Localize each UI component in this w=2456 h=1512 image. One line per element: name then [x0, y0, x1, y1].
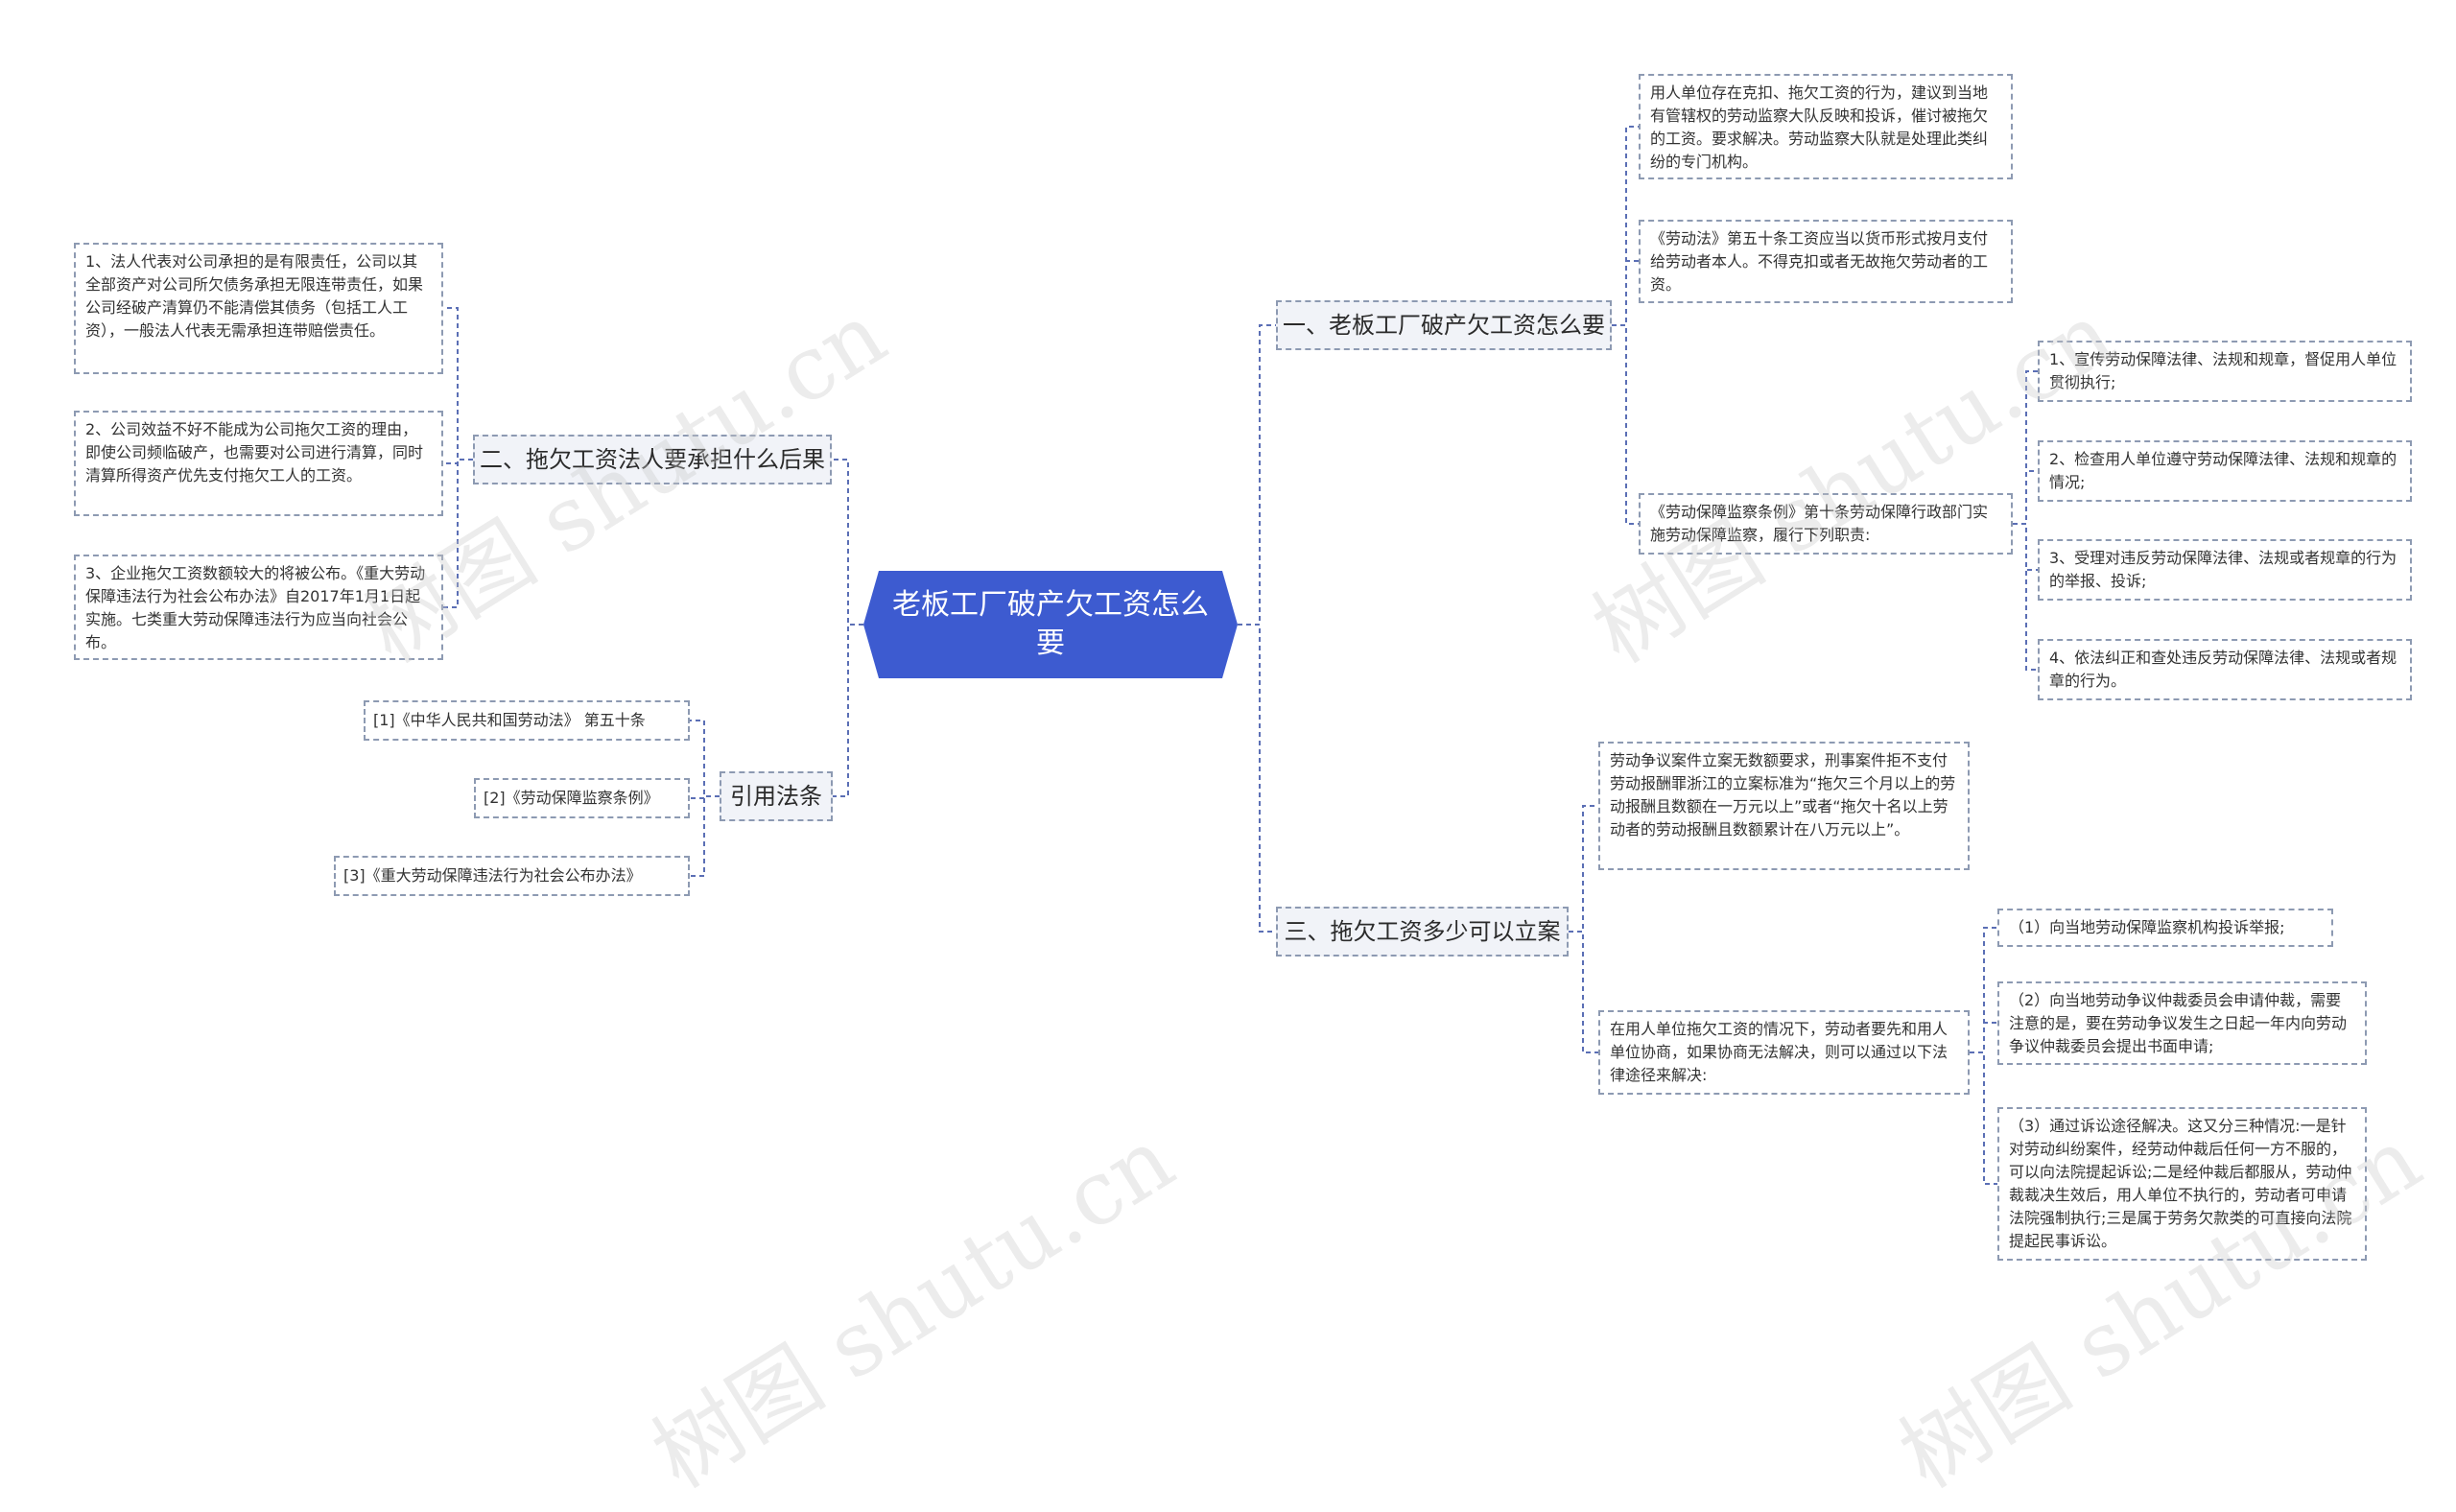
ref-labor-law[interactable]: [1]《中华人民共和国劳动法》 第五十条 [364, 700, 690, 741]
connector [1970, 927, 1997, 1053]
branch-filing-threshold[interactable]: 三、拖欠工资多少可以立案 [1276, 907, 1569, 957]
branch-legal-person-consequences[interactable]: 二、拖欠工资法人要承担什么后果 [473, 435, 832, 484]
branch-cited-laws[interactable]: 引用法条 [720, 771, 833, 821]
root-title: 老板工厂破产欠工资怎么要 [892, 587, 1209, 660]
leaf-filing-standard[interactable]: 劳动争议案件立案无数额要求，刑事案件拒不支付劳动报酬罪浙江的立案标准为“拖欠三个… [1598, 742, 1970, 870]
leaf-limited-liability[interactable]: 1、法人代表对公司承担的是有限责任，公司以其全部资产对公司所欠债务承担无限连带责… [74, 243, 443, 374]
connector [1569, 805, 1598, 933]
leaf-way-1-complaint[interactable]: （1）向当地劳动保障监察机构投诉举报; [1997, 909, 2333, 947]
leaf-duty-3[interactable]: 3、受理对违反劳动保障法律、法规或者规章的行为的举报、投诉; [2038, 539, 2412, 601]
leaf-way-3-litigation[interactable]: （3）通过诉讼途径解决。这又分三种情况:一是针对劳动纠纷案件，经劳动仲裁后任何一… [1997, 1107, 2367, 1261]
leaf-report-to-labor-inspection[interactable]: 用人单位存在克扣、拖欠工资的行为，建议到当地有管辖权的劳动监察大队反映和投诉，催… [1639, 74, 2013, 179]
connector [1612, 126, 1639, 326]
connector [1612, 324, 1639, 525]
leaf-duty-1[interactable]: 1、宣传劳动保障法律、法规和规章，督促用人单位贯彻执行; [2038, 341, 2412, 402]
leaf-public-disclosure[interactable]: 3、企业拖欠工资数额较大的将被公布。《重大劳动保障违法行为社会公布办法》自201… [74, 555, 443, 660]
leaf-negotiation-first[interactable]: 在用人单位拖欠工资的情况下，劳动者要先和用人单位协商，如果协商无法解决，则可以通… [1598, 1010, 1970, 1095]
leaf-duty-2[interactable]: 2、检查用人单位遵守劳动保障法律、法规和规章的情况; [2038, 440, 2412, 502]
connector [690, 795, 720, 877]
connector [443, 459, 473, 608]
connector [2013, 470, 2038, 525]
connector [690, 795, 720, 799]
leaf-inspection-regulation-article-10[interactable]: 《劳动保障监察条例》第十条劳动保障行政部门实施劳动保障监察，履行下列职责: [1639, 493, 2013, 555]
leaf-liquidation-priority[interactable]: 2、公司效益不好不能成为公司拖欠工资的理由，即使公司频临破产，也需要对公司进行清… [74, 411, 443, 516]
ref-disclosure-measures[interactable]: [3]《重大劳动保障违法行为社会公布办法》 [334, 856, 690, 896]
connector [833, 624, 863, 797]
connector [1238, 324, 1276, 626]
connector [1970, 1022, 1997, 1053]
connector [2013, 370, 2038, 525]
connector [832, 459, 863, 626]
branch-how-to-claim[interactable]: 一、老板工厂破产欠工资怎么要 [1276, 300, 1612, 350]
connector [2013, 523, 2038, 671]
connector [1238, 624, 1276, 933]
connector-lines [443, 126, 2038, 1185]
root-topic[interactable]: 老板工厂破产欠工资怎么要 [863, 571, 1238, 678]
connector [690, 720, 720, 797]
connector [1612, 260, 1639, 326]
leaf-labor-law-article-50[interactable]: 《劳动法》第五十条工资应当以货币形式按月支付给劳动者本人。不得克扣或者无故拖欠劳… [1639, 220, 2013, 303]
connector [1569, 931, 1598, 1053]
connector [1970, 1051, 1997, 1185]
connector [443, 307, 473, 461]
leaf-way-2-arbitration[interactable]: （2）向当地劳动争议仲裁委员会申请仲裁，需要注意的是，要在劳动争议发生之日起一年… [1997, 981, 2367, 1065]
ref-inspection-regulation[interactable]: [2]《劳动保障监察条例》 [474, 778, 690, 818]
leaf-duty-4[interactable]: 4、依法纠正和查处违反劳动保障法律、法规或者规章的行为。 [2038, 639, 2412, 700]
